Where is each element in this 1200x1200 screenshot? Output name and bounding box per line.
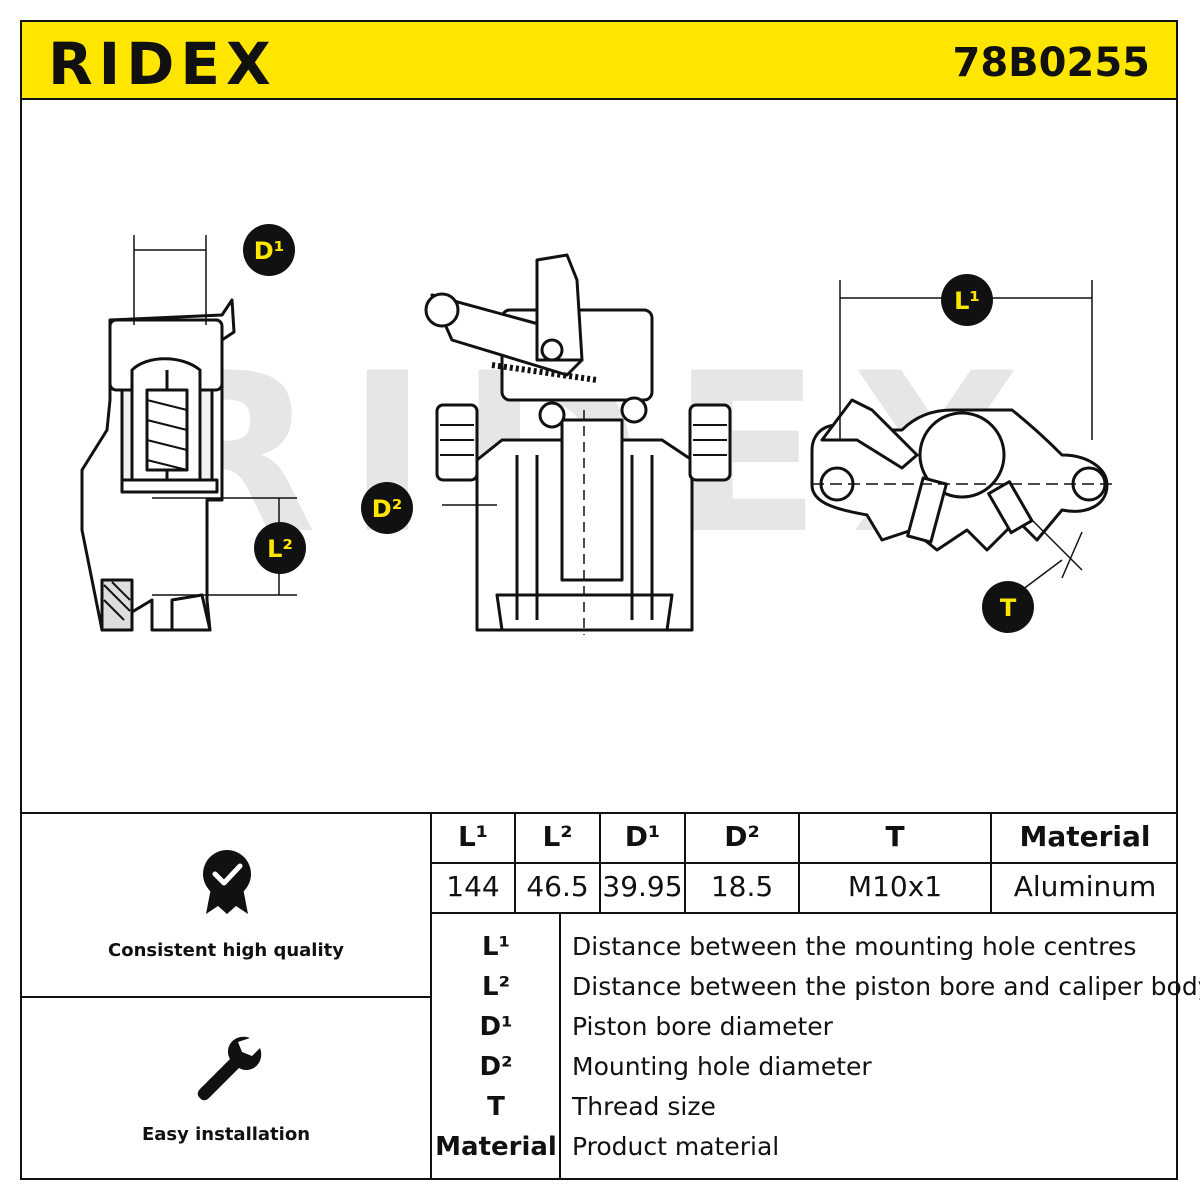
legend-key-t: T [487,1092,505,1122]
caliper-top-view [810,398,1112,552]
legend-desc-t: Thread size [572,1092,716,1121]
divider-spec-header [430,862,1178,864]
feature-label-installation: Easy installation [141,1124,311,1145]
legend-desc-material: Product material [572,1132,780,1161]
svg-text:L¹: L¹ [954,287,980,315]
spec-col-divider-4 [798,812,800,912]
brand-logo: RIDEX [48,30,277,98]
badge-l2: L² [254,522,306,574]
divider-feature-rows [20,996,432,998]
spec-col-divider-2 [599,812,601,912]
badge-d1: D¹ [243,224,295,276]
legend-key-material: Material [435,1132,557,1162]
svg-text:L²: L² [267,535,293,563]
spec-header-material: Material [1019,820,1151,853]
caliper-side-view [80,298,236,632]
legend-desc-l2: Distance between the piston bore and cal… [572,972,1200,1001]
quality-badge-icon [203,850,251,914]
spec-col-divider-5 [990,812,992,912]
divider-spec-values [430,912,1178,914]
legend-key-l1: L¹ [482,932,510,962]
badge-d2: D² [361,482,413,534]
part-number: 78B0255 [952,40,1150,86]
header-bar: RIDEX 78B0255 [20,20,1178,100]
svg-text:D²: D² [372,495,402,523]
spec-header-l1: L¹ [457,820,489,853]
spec-value-material: Aluminum [1013,870,1157,903]
spec-header-d1: D¹ [624,820,661,853]
caliper-drawing: RIDEX [80,224,1112,635]
spec-header-l2: L² [542,820,573,853]
spec-value-t: M10x1 [847,870,943,903]
legend-desc-d2: Mounting hole diameter [572,1052,872,1081]
spec-col-divider-1 [514,812,516,912]
legend-key-d1: D¹ [479,1012,513,1042]
legend-col-divider [559,912,561,1180]
svg-text:T: T [1000,594,1017,622]
spec-col-divider-3 [684,812,686,912]
badge-t: T [982,581,1034,633]
legend-desc-d1: Piston bore diameter [572,1012,833,1041]
spec-value-l2: 46.5 [526,870,589,903]
legend-key-l2: L² [482,972,510,1002]
spec-value-d1: 39.95 [602,870,683,903]
wrench-icon [197,1036,262,1101]
legend-key-d2: D² [479,1052,513,1082]
legend-desc-l1: Distance between the mounting hole centr… [572,932,1137,961]
spec-header-d2: D² [724,820,760,853]
badge-l1: L¹ [941,274,993,326]
spec-value-d2: 18.5 [710,870,774,903]
spec-header-t: T [885,820,905,853]
spec-value-l1: 144 [446,870,500,903]
caliper-front-view [424,253,732,635]
svg-text:D¹: D¹ [254,237,284,265]
feature-label-quality: Consistent high quality [108,940,344,961]
